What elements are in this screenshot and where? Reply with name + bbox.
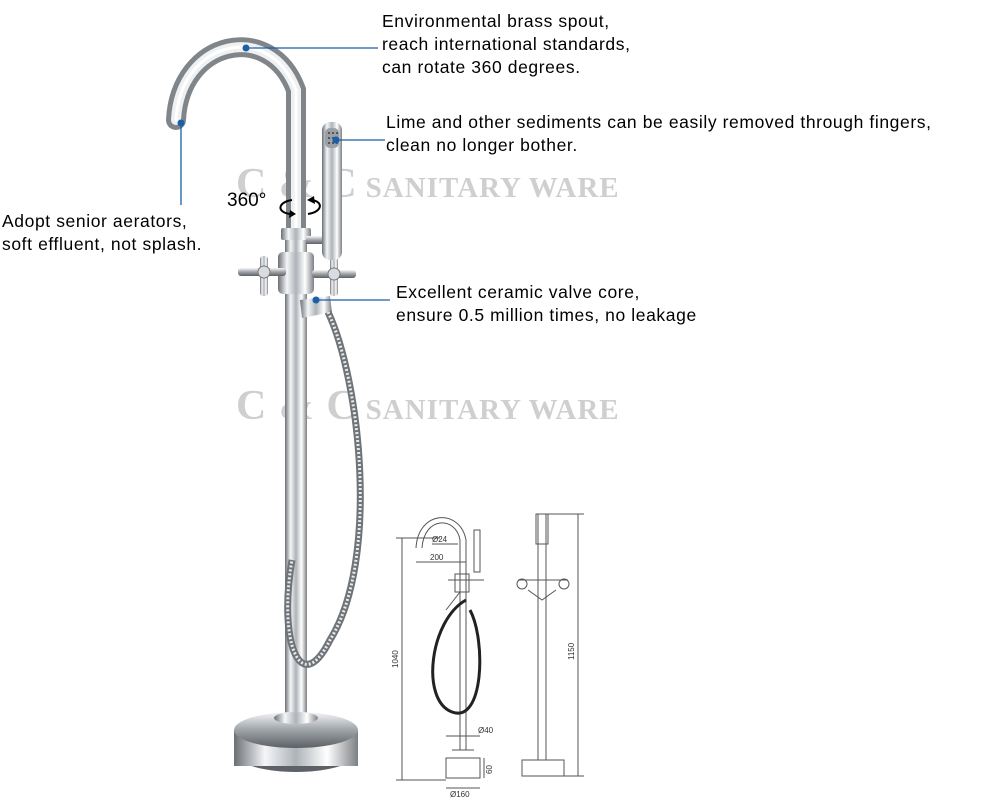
callout-handshower: Lime and other sediments can be easily r…	[386, 111, 932, 157]
callout-aerator-line-1: Adopt senior aerators,	[2, 211, 188, 231]
callout-spout-line-3: can rotate 360 degrees.	[382, 57, 581, 77]
cross-handle-left	[238, 256, 286, 296]
callout-valve: Excellent ceramic valve core, ensure 0.5…	[396, 281, 697, 327]
dim-spout-diameter: Ø24	[432, 535, 448, 544]
callout-aerator-line-2: soft effluent, not splash.	[2, 234, 203, 254]
callout-aerator: Adopt senior aerators, soft effluent, no…	[2, 210, 202, 256]
dim-total-height: 1150	[567, 642, 576, 660]
technical-drawing-front	[396, 517, 485, 789]
technical-drawing-side	[516, 513, 584, 777]
dim-base-diameter: Ø160	[450, 790, 470, 799]
callout-spout: Environmental brass spout, reach interna…	[382, 10, 631, 79]
callout-valve-line-2: ensure 0.5 million times, no leakage	[396, 305, 697, 325]
dim-height-to-spout: 1040	[391, 650, 400, 668]
callout-spout-line-1: Environmental brass spout,	[382, 11, 610, 31]
callout-spout-line-2: reach international standards,	[382, 34, 631, 54]
callout-valve-line-1: Excellent ceramic valve core,	[396, 282, 641, 302]
rotation-arrow-left	[279, 199, 293, 215]
cross-handle-right	[312, 256, 356, 296]
dim-spout-reach: 200	[430, 553, 444, 562]
callout-handshower-line-2: clean no longer bother.	[386, 135, 578, 155]
dim-pipe-diameter: Ø40	[478, 726, 494, 735]
callout-handshower-line-1: Lime and other sediments can be easily r…	[386, 112, 932, 132]
rotation-label: 360°	[227, 190, 267, 211]
hand-shower	[322, 122, 342, 260]
dim-base-height: 60	[485, 765, 494, 774]
